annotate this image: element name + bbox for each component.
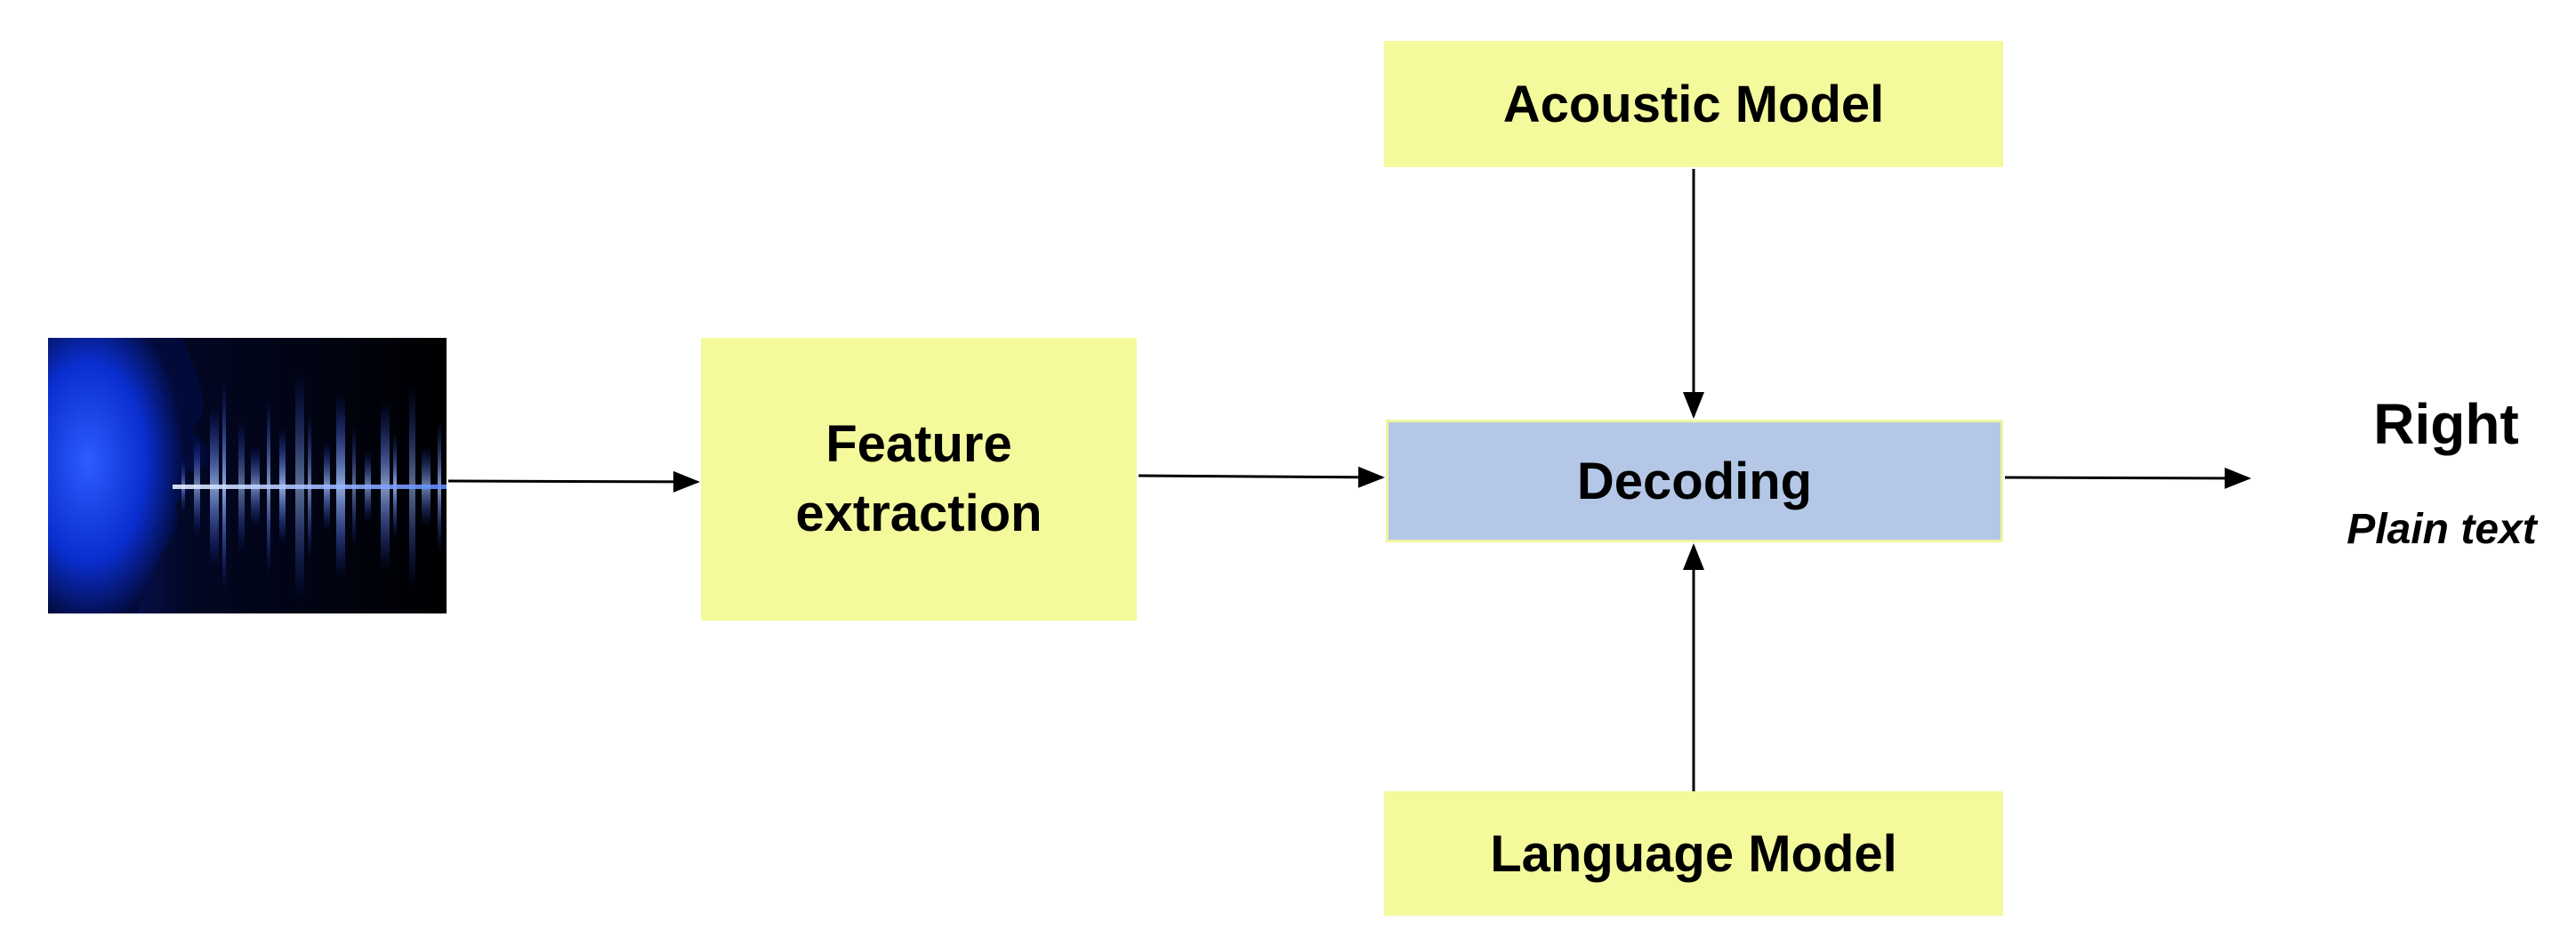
- decoding-box: Decoding: [1386, 420, 2003, 542]
- acoustic-model-box: Acoustic Model: [1384, 41, 2003, 167]
- feature-extraction-box: Feature extraction: [701, 338, 1137, 621]
- feature-extraction-label-line2: extraction: [795, 485, 1042, 542]
- arrow-feature-to-decoding: [1138, 466, 1385, 488]
- acoustic-model-label: Acoustic Model: [1502, 75, 1885, 133]
- language-model-label: Language Model: [1490, 824, 1897, 883]
- decoding-label: Decoding: [1576, 452, 1813, 510]
- output-title: Right: [2373, 392, 2519, 456]
- output-subtitle: Plain text: [2347, 506, 2537, 553]
- speech-waveform-face-icon: [48, 338, 447, 613]
- arrow-decoding-to-output: [2004, 467, 2251, 489]
- arrow-image-to-feature: [447, 470, 700, 493]
- language-model-box: Language Model: [1384, 791, 2003, 916]
- feature-extraction-label-line1: Feature: [825, 414, 1012, 473]
